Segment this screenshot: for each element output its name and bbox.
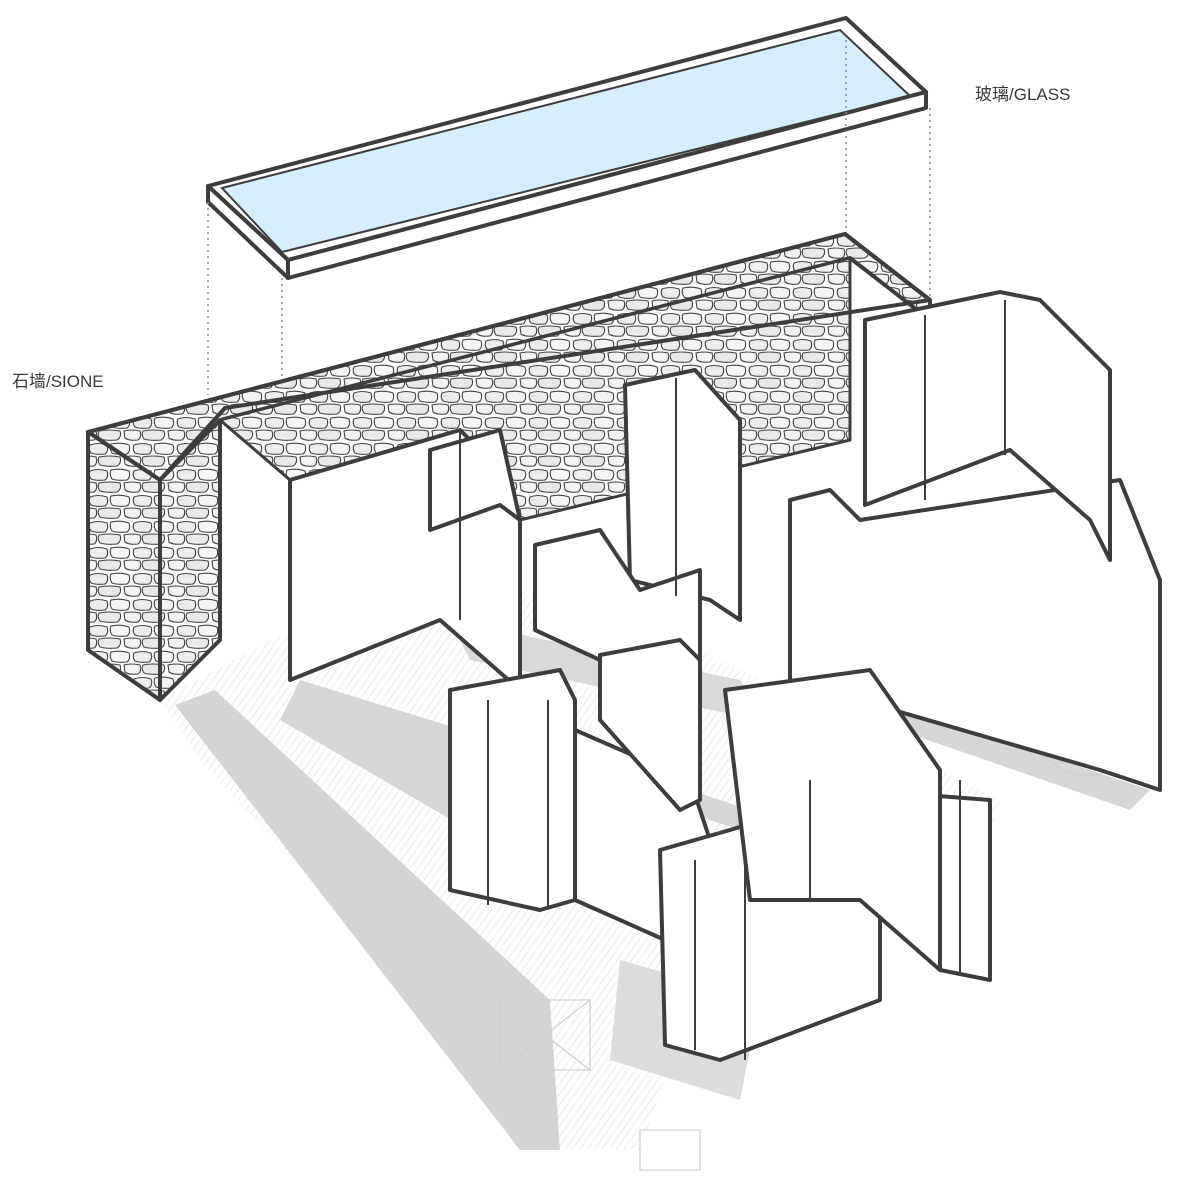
stone-wall-label: 石墙/SIONE xyxy=(12,372,104,391)
interior-walls xyxy=(288,290,1162,1062)
projection-lines xyxy=(207,40,931,400)
glass-panel xyxy=(206,16,928,280)
wall-top-lines xyxy=(459,300,1006,1060)
glass-label: 玻璃/GLASS xyxy=(975,85,1071,104)
